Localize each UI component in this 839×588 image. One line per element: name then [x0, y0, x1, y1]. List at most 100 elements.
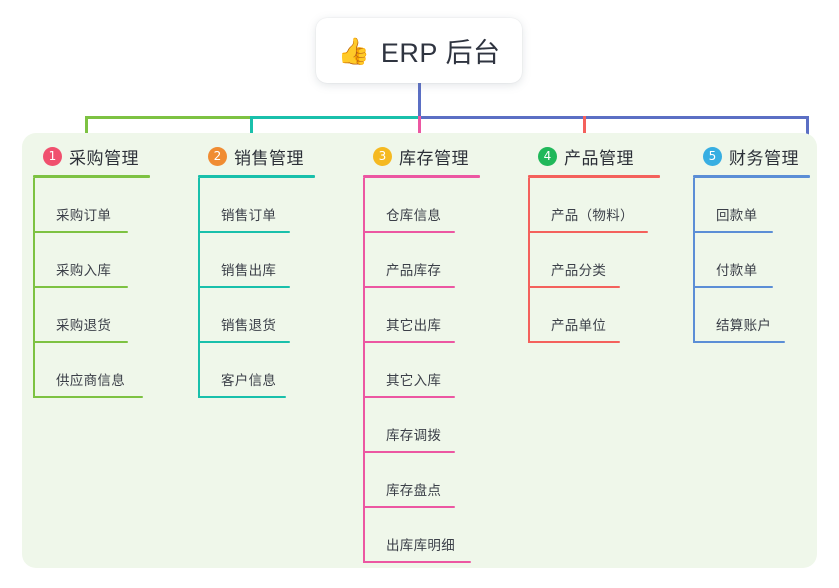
- branch-header-3[interactable]: 3 库存管理: [363, 143, 488, 169]
- leaf-item-rule: [198, 396, 286, 398]
- leaf-item-label: 仓库信息: [386, 208, 442, 223]
- leaf-item[interactable]: 销售出库: [198, 233, 323, 288]
- leaf-item-rule: [528, 286, 620, 288]
- branch-title: 采购管理: [69, 148, 139, 168]
- leaf-item[interactable]: 采购入库: [33, 233, 158, 288]
- leaf-item-rule: [693, 231, 773, 233]
- connector-trunk: [418, 83, 421, 119]
- leaf-item-rule: [33, 286, 128, 288]
- leaf-item-label: 采购入库: [56, 263, 112, 278]
- branch-body: 采购订单采购入库采购退货供应商信息: [33, 178, 158, 398]
- leaf-item[interactable]: 付款单: [693, 233, 818, 288]
- connector-bus-segment-3: [418, 116, 809, 119]
- leaf-item[interactable]: 销售退货: [198, 288, 323, 343]
- branch-title: 产品管理: [564, 148, 634, 168]
- branch-header-rule: [198, 175, 315, 178]
- leaf-item-label: 其它入库: [386, 373, 442, 388]
- leaf-item[interactable]: 产品单位: [528, 288, 668, 343]
- branch-body: 销售订单销售出库销售退货客户信息: [198, 178, 323, 398]
- branch-body: 仓库信息产品库存其它出库其它入库库存调拨库存盘点出库库明细: [363, 178, 488, 563]
- connector-drop-5: [806, 116, 809, 146]
- leaf-item-label: 产品库存: [386, 263, 442, 278]
- leaf-item-label: 销售出库: [221, 263, 277, 278]
- connector-bus-segment-2: [250, 116, 421, 119]
- leaf-item[interactable]: 产品分类: [528, 233, 668, 288]
- leaf-item-label: 销售退货: [221, 318, 277, 333]
- leaf-item[interactable]: 销售订单: [198, 178, 323, 233]
- branch-number-badge: 3: [373, 146, 392, 166]
- leaf-item-rule: [363, 561, 471, 563]
- diagram-panel: [22, 133, 817, 568]
- leaf-item-rule: [363, 506, 455, 508]
- leaf-item[interactable]: 其它入库: [363, 343, 488, 398]
- leaf-item-rule: [528, 341, 620, 343]
- leaf-item-label: 出库库明细: [386, 538, 455, 553]
- thumbs-up-icon: 👍: [337, 35, 370, 66]
- leaf-item-rule: [363, 451, 455, 453]
- root-node-title: ERP 后台: [380, 38, 501, 68]
- branch-header-4[interactable]: 4 产品管理: [528, 143, 668, 169]
- branch-title: 销售管理: [234, 148, 304, 168]
- branch-title: 库存管理: [399, 148, 469, 168]
- branch-spine: [693, 178, 695, 343]
- branch-number-badge: 4: [538, 146, 557, 166]
- leaf-item-label: 供应商信息: [56, 373, 125, 388]
- leaf-item[interactable]: 结算账户: [693, 288, 818, 343]
- connector-drop-3: [418, 116, 421, 146]
- connector-drop-1: [85, 116, 88, 146]
- leaf-item-rule: [693, 286, 773, 288]
- leaf-item-rule: [198, 341, 290, 343]
- leaf-item-label: 客户信息: [221, 373, 277, 388]
- leaf-item-rule: [363, 286, 455, 288]
- leaf-item-label: 产品单位: [551, 318, 607, 333]
- leaf-item[interactable]: 其它出库: [363, 288, 488, 343]
- branch-spine: [198, 178, 200, 398]
- leaf-item-rule: [198, 231, 290, 233]
- leaf-item-rule: [198, 286, 290, 288]
- leaf-item-rule: [33, 231, 128, 233]
- leaf-item[interactable]: 库存盘点: [363, 453, 488, 508]
- branch-column-4: 4 产品管理产品（物料） 产品分类产品单位: [528, 143, 668, 343]
- leaf-item-label: 库存盘点: [386, 483, 442, 498]
- leaf-item-rule: [363, 396, 455, 398]
- leaf-item-label: 其它出库: [386, 318, 442, 333]
- leaf-item-label: 付款单: [716, 263, 758, 278]
- connector-drop-2: [250, 116, 253, 146]
- branch-header-rule: [363, 175, 480, 178]
- leaf-item[interactable]: 出库库明细: [363, 508, 488, 563]
- leaf-item-label: 产品（物料）: [551, 208, 634, 223]
- leaf-item-rule: [33, 341, 128, 343]
- leaf-item-rule: [693, 341, 785, 343]
- leaf-item-label: 销售订单: [221, 208, 277, 223]
- branch-column-3: 3 库存管理仓库信息产品库存其它出库其它入库库存调拨库存盘点出库库明细: [363, 143, 488, 563]
- leaf-item[interactable]: 客户信息: [198, 343, 323, 398]
- branch-spine: [33, 178, 35, 398]
- leaf-item[interactable]: 供应商信息: [33, 343, 158, 398]
- leaf-item[interactable]: 采购订单: [33, 178, 158, 233]
- leaf-item-rule: [33, 396, 143, 398]
- leaf-item[interactable]: 仓库信息: [363, 178, 488, 233]
- leaf-item-label: 回款单: [716, 208, 758, 223]
- leaf-item[interactable]: 采购退货: [33, 288, 158, 343]
- branch-number-badge: 5: [703, 146, 722, 166]
- root-node[interactable]: 👍 ERP 后台: [316, 18, 522, 83]
- leaf-item[interactable]: 回款单: [693, 178, 818, 233]
- leaf-item[interactable]: 产品（物料）: [528, 178, 668, 233]
- connector-drop-4: [583, 116, 586, 146]
- leaf-item-label: 结算账户: [716, 318, 772, 333]
- leaf-item[interactable]: 库存调拨: [363, 398, 488, 453]
- leaf-item-label: 采购退货: [56, 318, 112, 333]
- branch-body: 回款单付款单结算账户: [693, 178, 818, 343]
- branch-header-rule: [33, 175, 150, 178]
- leaf-item[interactable]: 产品库存: [363, 233, 488, 288]
- leaf-item-label: 库存调拨: [386, 428, 442, 443]
- leaf-item-rule: [363, 231, 455, 233]
- leaf-item-rule: [363, 341, 455, 343]
- branch-spine: [363, 178, 365, 563]
- branch-spine: [528, 178, 530, 343]
